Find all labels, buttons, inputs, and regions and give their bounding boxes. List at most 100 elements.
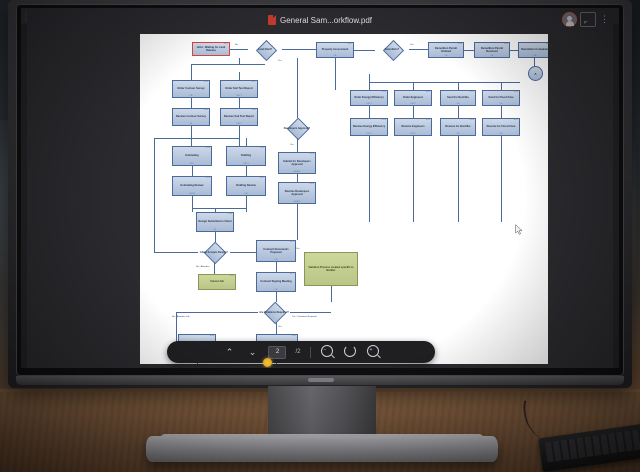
flowchart-connector-line xyxy=(501,82,502,90)
flowchart-node-role: DRFT xyxy=(366,102,372,105)
flowchart-node-tag: 1023 xyxy=(309,183,314,185)
flowchart-node-role: CA xyxy=(189,94,193,97)
zoom-out-icon[interactable]: − xyxy=(320,344,334,360)
flowchart-node-label: Property Assessment xyxy=(321,48,349,52)
pdf-file-icon xyxy=(267,15,276,25)
flowchart-edge-label: No - Abandon Job xyxy=(172,316,190,318)
titlebar-actions: ⋮ xyxy=(563,12,609,27)
flowchart-connector-line xyxy=(501,136,502,222)
flowchart-node-label: Developers Approval? xyxy=(283,126,311,130)
flowchart-connector-line xyxy=(191,72,192,80)
flowchart-connector-line xyxy=(369,82,370,90)
flowchart-node-tag: 1014 xyxy=(381,119,386,121)
flowchart-node-tag: 1004 xyxy=(503,43,508,45)
flowchart-node-demo_done: Demolition Completed1005CA xyxy=(518,42,548,58)
page-number-input[interactable]: 2 xyxy=(268,345,287,359)
flowchart-connector-line xyxy=(297,204,298,240)
flowchart-node-role: DM xyxy=(244,192,248,195)
flowchart-node-label: Drafting xyxy=(241,154,251,158)
flowchart-node-tag: 1018 xyxy=(205,147,210,149)
flowchart-connector-line xyxy=(239,98,240,108)
flowchart-node-label: Send for Flood Zone xyxy=(488,96,514,100)
flowchart-node-label: Contract Documents Prepared xyxy=(263,247,289,254)
flowchart-connector-line xyxy=(191,98,192,108)
flowchart-connector-line xyxy=(239,126,240,146)
flowchart-connector-line xyxy=(215,208,216,212)
next-page-button[interactable]: ⌄ xyxy=(248,347,257,357)
user-avatar[interactable] xyxy=(563,13,576,26)
flowchart-node-tag: 1020 xyxy=(205,177,210,179)
previous-page-button[interactable]: ⌃ xyxy=(225,347,234,357)
flowchart-connector-line xyxy=(369,106,370,118)
mouse-cursor xyxy=(515,224,523,235)
flowchart-connector-line xyxy=(246,196,247,212)
flowchart-edge-label: Yes xyxy=(296,248,300,250)
flowchart-connector-line xyxy=(154,138,155,252)
flowchart-node-tag: 1029 xyxy=(291,335,296,337)
pdf-titlebar: General Sam...orkflow.pdf ⋮ xyxy=(27,8,613,32)
flowchart-connector-line xyxy=(413,106,414,118)
flowchart-node-label: Demolition? xyxy=(384,47,400,51)
flowchart-node-tag: 1010 xyxy=(381,91,386,93)
flowchart-connector-line xyxy=(458,82,459,90)
flowchart-node-tag: 1028 xyxy=(209,335,214,337)
monitor-logo xyxy=(308,378,334,382)
flowchart-node-tag: 1026 xyxy=(289,241,294,243)
zoom-in-icon[interactable]: + xyxy=(366,344,380,360)
flowchart-node-role: CA xyxy=(499,102,503,105)
flowchart-connector: A xyxy=(528,66,543,81)
flowchart-connector-line xyxy=(458,136,459,222)
flowchart-node-role: DRFT xyxy=(243,162,249,165)
page-total-label: /2 xyxy=(295,349,301,355)
flowchart-node-role: ADMIN xyxy=(293,200,301,203)
flowchart-node-label: Estimating Review xyxy=(180,184,204,188)
monitor: Documents Consulting General Sam... Lead… xyxy=(8,0,632,388)
flowchart-node-tag: 1021 xyxy=(259,177,264,179)
more-options-icon[interactable]: ⋮ xyxy=(600,14,609,24)
flowchart-node-label: Variation Process created specific to Bu… xyxy=(308,265,354,272)
flowchart-connector-line xyxy=(501,106,502,118)
flowchart-node-label: Contract Signing Meeting xyxy=(260,280,292,284)
flowchart-connector-line xyxy=(297,174,298,182)
flowchart-node-role: CA xyxy=(444,54,448,57)
flowchart-connector-line xyxy=(192,208,246,209)
rotate-icon[interactable] xyxy=(343,344,357,360)
flowchart-node-label: Demolition Permit Received xyxy=(480,46,504,53)
flowchart-node-role: CA xyxy=(213,228,217,231)
flowchart-node-role: CA xyxy=(189,122,193,125)
present-screen-icon[interactable] xyxy=(580,12,596,27)
flowchart-connector-line xyxy=(191,126,192,146)
pdf-toolbar: ⌃ ⌄ 2 /2 − + xyxy=(167,341,435,363)
flowchart-node-tag: 1013 xyxy=(513,91,518,93)
flowchart-connector-line xyxy=(276,262,277,272)
flowchart-edge-label: Yes - Variations Required xyxy=(292,316,317,318)
toolbar-divider xyxy=(309,346,311,358)
flowchart-node-label: Receive Engineers xyxy=(401,125,425,129)
flowchart-edge-label: Yes xyxy=(278,326,282,328)
flowchart-connector-line xyxy=(192,196,193,212)
flowchart-node-tag: 1016 xyxy=(469,119,474,121)
flowchart-connector-line xyxy=(192,166,193,176)
flowchart-node-role: EST xyxy=(190,162,194,165)
flowchart-connector-line xyxy=(276,292,277,302)
flowchart-node-label: Client Accepts Design? xyxy=(200,250,228,254)
flowchart-node-label: Order Energy Efficiency xyxy=(354,96,384,100)
flowchart-connector-line xyxy=(297,58,298,118)
flowchart-node-label: Receive Developers Approval xyxy=(284,189,310,196)
flowchart-node-tag: 1019 xyxy=(259,147,264,149)
flowchart-connector-line xyxy=(239,72,240,80)
flowchart-node-label: Design Submitted to Client xyxy=(198,220,232,224)
flowchart-node-label: Order Soil Test Report xyxy=(225,87,253,91)
flowchart-node-role: DRFT xyxy=(366,132,372,135)
flowchart-node-label: Are Variations Required? xyxy=(259,310,289,314)
